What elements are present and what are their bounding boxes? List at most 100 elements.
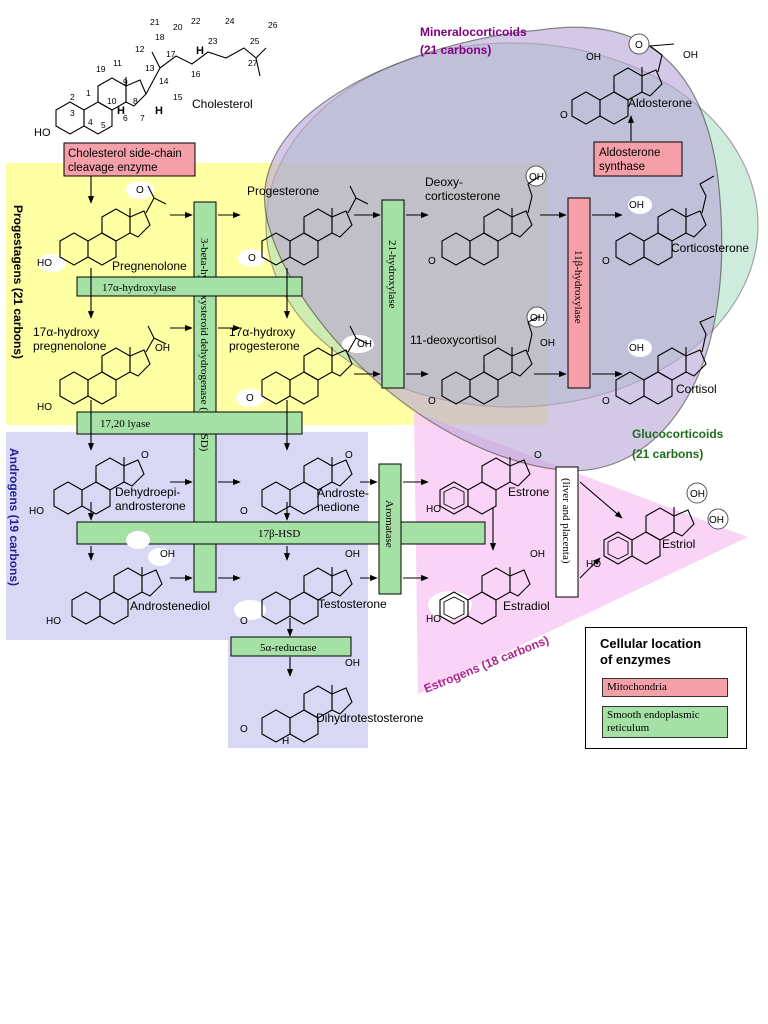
highlight-mark — [628, 339, 652, 357]
carbon-number: 6 — [123, 113, 128, 123]
hydroxypregnenolone-label-1: 17α-hydroxy — [33, 325, 99, 339]
hydroxylase-17a-label: 17α-hydroxylase — [102, 282, 176, 294]
testosterone-label: Testosterone — [318, 597, 387, 611]
carbon-number: 23 — [208, 36, 218, 46]
aromatase-box — [378, 463, 402, 595]
progesterone-label: Progesterone — [247, 184, 319, 198]
highlight-mark — [148, 548, 172, 566]
atom-label: O — [345, 450, 353, 461]
atom-label: OH — [529, 172, 544, 183]
hydroxylase-21-box — [381, 199, 405, 389]
carbon-number: 5 — [101, 120, 106, 130]
atom-label: OH — [160, 549, 175, 560]
hydroxylase-17a-box — [76, 276, 303, 297]
estriol-label: Estriol — [662, 537, 695, 551]
carbon-number: 11 — [113, 58, 122, 68]
carbon-number: 15 — [173, 92, 183, 102]
cortisol-label: Cortisol — [676, 382, 717, 396]
aldosterone-synthase-label-1: Aldosterone — [599, 147, 660, 159]
carbon-number: 25 — [250, 36, 260, 46]
hsd-17b-label: 17β-HSD — [258, 528, 300, 540]
atom-label: OH — [530, 549, 545, 560]
carbon-number: 19 — [96, 64, 106, 74]
legend-item-smooth-er: Smooth endoplasmic reticulum — [602, 706, 728, 738]
carbon-number: 3 — [70, 108, 75, 118]
carbon-number: 22 — [191, 16, 201, 26]
atom-label: O — [560, 110, 568, 121]
oh-circle — [525, 165, 547, 187]
corticosterone-label: Corticosterone — [671, 241, 749, 255]
carbon-number: 9 — [123, 77, 128, 87]
atom-label: O — [635, 40, 643, 51]
carbon-number: 12 — [135, 44, 145, 54]
cholesterol-hydroxyl-label: HO — [34, 127, 51, 139]
carbon-number: 27 — [248, 58, 258, 68]
carbon-number: 4 — [88, 117, 93, 127]
hydroxypregnenolone-label-2: pregnenolone — [33, 339, 107, 353]
atom-label: OH — [530, 313, 545, 324]
legend-title-line: of enzymes — [600, 652, 671, 667]
deoxycorticosterone-label-1: Deoxy- — [425, 175, 463, 189]
atom-label: OH — [540, 338, 555, 349]
aldosterone-synthase-box — [593, 141, 683, 177]
atom-label: HO — [37, 258, 52, 269]
legend-title: Cellular location of enzymes — [600, 636, 740, 668]
atom-label: OH — [155, 343, 170, 354]
pregnenolone-label: Pregnenolone — [112, 259, 187, 273]
atom-label: HO — [426, 504, 441, 515]
atom-label: HO — [29, 506, 44, 517]
hydroxyprogesterone-label-2: progesterone — [229, 339, 300, 353]
side-chains — [145, 43, 715, 353]
carbon-number: 20 — [173, 22, 183, 32]
compound-names: Pregnenolone Progesterone Deoxy- cortico… — [33, 96, 749, 725]
androgen-region — [6, 432, 368, 748]
hydroxyprogesterone-label-1: 17α-hydroxy — [229, 325, 295, 339]
lyase-1720-box — [76, 411, 303, 435]
legend-item-mitochondria: Mitochondria — [602, 678, 728, 697]
atom-label: O — [240, 616, 248, 627]
carbon-number: 8 — [133, 96, 138, 106]
androstenedione-label-1: Androste- — [317, 486, 369, 500]
highlight-mark — [126, 531, 150, 549]
atom-label: O — [141, 450, 149, 461]
atom-label: OH — [357, 339, 372, 350]
androgens-caption: Androgens (19 carbons) — [7, 448, 21, 586]
atom-label: O — [136, 185, 144, 196]
highlight-mark — [428, 591, 472, 619]
deoxycortisol-label: 11-deoxycortisol — [410, 333, 496, 347]
atom-label: OH — [629, 343, 644, 354]
cholesterol-h-label: H — [117, 105, 125, 117]
estrogen-region — [414, 412, 748, 694]
cholesterol-structure — [55, 47, 267, 135]
glucocorticoids-caption-2: (21 carbons) — [632, 447, 703, 461]
deoxycorticosterone-label-2: corticosterone — [425, 189, 501, 203]
androstenediol-label: Androstenediol — [130, 599, 210, 613]
hydroxylase-11b-box — [567, 197, 591, 389]
liver-placenta-label: (liver and placenta) — [560, 478, 572, 564]
mineralocorticoids-caption-1: Mineralocorticoids — [420, 25, 527, 39]
carbon-number: 17 — [166, 49, 176, 59]
atom-label: HO — [46, 616, 61, 627]
mineralocorticoid-region — [263, 26, 723, 472]
atom-label: HO — [426, 614, 441, 625]
atom-label: OH — [709, 515, 724, 526]
scc-enzyme-label-1: Cholesterol side-chain — [68, 148, 182, 160]
oh-circle — [686, 482, 708, 504]
carbon-number: 10 — [107, 96, 117, 106]
oh-circle — [628, 33, 650, 55]
atom-label: OH — [683, 50, 698, 61]
cholesterol-carbon-numbers: 1 2 3 4 5 6 7 8 9 10 11 12 13 14 15 16 1… — [70, 16, 278, 130]
mineralocorticoids-caption-2: (21 carbons) — [420, 43, 491, 57]
carbon-number: 18 — [155, 32, 165, 42]
dhea-label-1: Dehydroepi- — [115, 485, 180, 499]
cholesterol-h-label: H — [196, 45, 204, 57]
highlight-mark — [38, 254, 66, 272]
highlight-mark — [238, 249, 266, 267]
carbon-number: 26 — [268, 20, 278, 30]
carbon-number: 14 — [159, 76, 169, 86]
atom-label: O — [428, 396, 436, 407]
carbon-number: 16 — [191, 69, 201, 79]
atom-label: O — [240, 724, 248, 735]
legend-title-line: Cellular location — [600, 636, 702, 651]
carbon-number: 1 — [86, 88, 91, 98]
